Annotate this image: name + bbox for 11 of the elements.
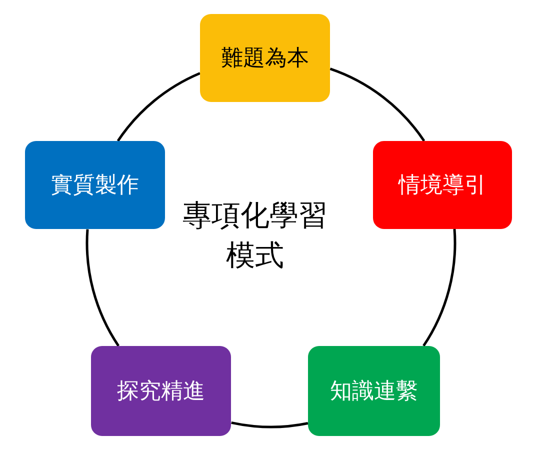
process-box: 難題為本 <box>200 14 330 102</box>
connector-arc <box>116 72 200 142</box>
connector-arc <box>422 228 456 346</box>
process-box: 探究精進 <box>91 346 231 436</box>
connector-arc <box>330 68 426 142</box>
connector-arc <box>231 421 308 428</box>
process-box: 知識連繫 <box>308 346 440 436</box>
process-box: 實質製作 <box>25 141 165 229</box>
process-box: 情境導引 <box>373 141 512 229</box>
center-title: 專項化學習模式 <box>182 197 328 274</box>
connector-arc <box>86 229 120 347</box>
